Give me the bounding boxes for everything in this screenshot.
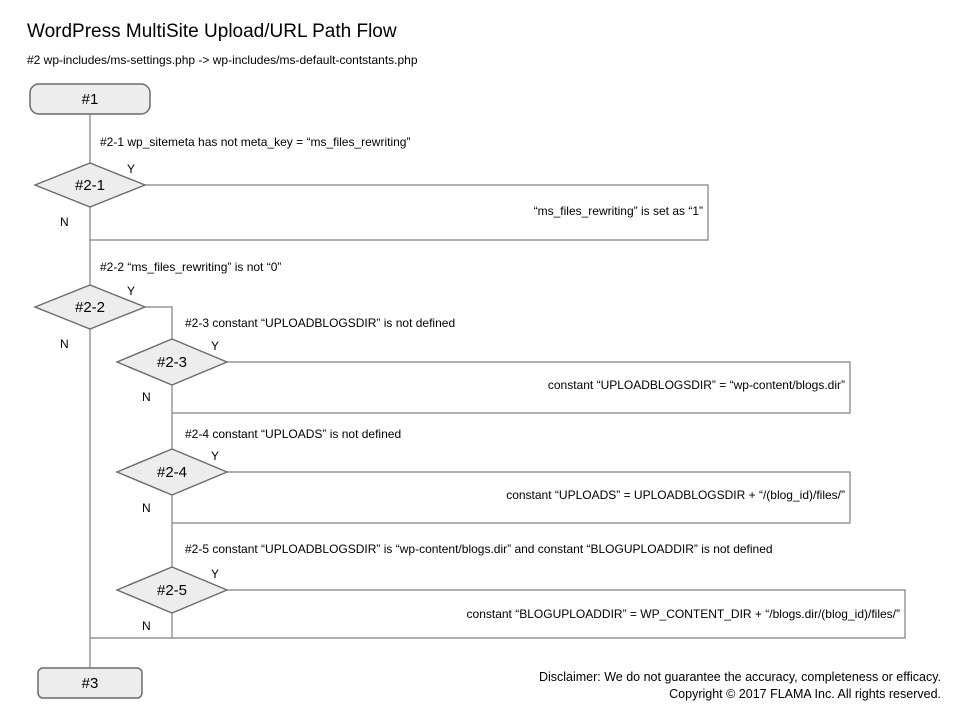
condition-2-2: #2-2 “ms_files_rewriting” is not “0” (100, 260, 281, 274)
connectors (89, 114, 906, 668)
edge-2-3-yes (172, 361, 851, 414)
decision-2-5-label: #2-5 (157, 582, 187, 599)
decision-2-2-diamond (33, 284, 147, 330)
branch-no-2-2: N (60, 337, 69, 351)
copyright-text: Copyright © 2017 FLAMA Inc. All rights r… (669, 687, 941, 701)
decision-2-2-label: #2-2 (75, 299, 105, 316)
action-2-4-yes: constant “UPLOADS” = UPLOADBLOGSDIR + “/… (506, 488, 845, 502)
condition-2-5: #2-5 constant “UPLOADBLOGSDIR” is “wp-co… (185, 542, 773, 556)
branch-no-2-4: N (142, 501, 151, 515)
disclaimer-text: Disclaimer: We do not guarantee the accu… (539, 670, 941, 684)
decision-2-4-label: #2-4 (157, 464, 187, 481)
page-title: WordPress MultiSite Upload/URL Path Flow (27, 21, 397, 42)
action-2-1-yes: “ms_files_rewriting” is set as “1” (534, 204, 703, 218)
edge-2-5-yes (90, 589, 906, 639)
branch-no-2-5: N (142, 619, 151, 633)
nodes (29, 83, 229, 699)
decision-2-4-diamond (115, 448, 229, 496)
edge-2-2-yes (145, 306, 173, 339)
end-node-label: #3 (82, 675, 99, 692)
condition-2-1: #2-1 wp_sitemeta has not meta_key = “ms_… (100, 135, 410, 149)
edge-2-4-yes (172, 471, 851, 524)
page-subtitle: #2 wp-includes/ms-settings.php -> wp-inc… (27, 53, 418, 67)
end-node-shape (37, 667, 143, 699)
start-node-shape (29, 83, 151, 115)
branch-no-2-3: N (142, 390, 151, 404)
decision-2-3-diamond (115, 338, 229, 386)
branch-yes-2-4: Y (211, 449, 219, 463)
branch-yes-2-3: Y (211, 339, 219, 353)
branch-yes-2-2: Y (127, 284, 135, 298)
branch-no-2-1: N (60, 215, 69, 229)
start-node-label: #1 (82, 91, 99, 108)
decision-2-5-diamond (115, 566, 229, 614)
decision-2-3-label: #2-3 (157, 354, 187, 371)
edge-2-1-yes (90, 184, 709, 241)
action-2-5-yes: constant “BLOGUPLOADDIR” = WP_CONTENT_DI… (467, 607, 900, 621)
branch-yes-2-5: Y (211, 567, 219, 581)
condition-2-4: #2-4 constant “UPLOADS” is not defined (185, 427, 401, 441)
decision-2-1-diamond (33, 162, 147, 208)
condition-2-3: #2-3 constant “UPLOADBLOGSDIR” is not de… (185, 316, 455, 330)
decision-2-1-label: #2-1 (75, 177, 105, 194)
branch-yes-2-1: Y (127, 162, 135, 176)
action-2-3-yes: constant “UPLOADBLOGSDIR” = “wp-content/… (548, 378, 845, 392)
